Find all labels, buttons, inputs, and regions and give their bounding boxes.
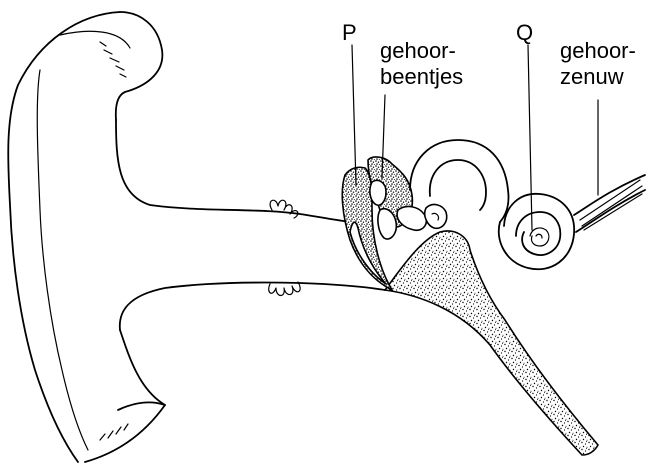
outer-ear <box>8 12 165 462</box>
hair-lower <box>269 282 300 296</box>
label-ossicles-line1: gehoor- <box>380 38 456 63</box>
temporal-bone <box>385 231 598 455</box>
hair-upper <box>270 200 298 218</box>
label-p: P <box>342 20 357 45</box>
label-nerve-line1: gehoor- <box>560 38 636 63</box>
label-ossicles-line2: beentjes <box>380 64 463 89</box>
cartilage-marks-top <box>100 42 126 77</box>
ear-canal <box>116 120 385 405</box>
cochlea-q <box>499 194 574 269</box>
ossicles <box>368 157 447 239</box>
auditory-nerve <box>574 175 645 232</box>
label-nerve-line2: zenuw <box>560 64 624 89</box>
label-q: Q <box>516 20 533 45</box>
cartilage-marks-bottom <box>100 424 128 440</box>
